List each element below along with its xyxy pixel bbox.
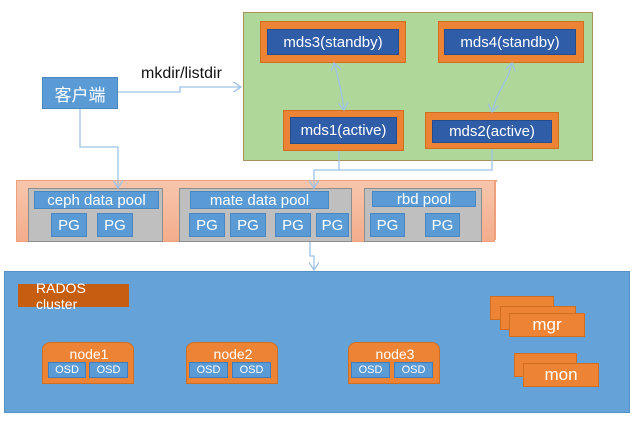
- pool-title-text: rbd pool: [396, 190, 452, 208]
- pool-title-text: ceph data pool: [47, 191, 146, 209]
- pg-box[interactable]: PG: [370, 213, 405, 237]
- pool-title: rbd pool: [372, 190, 476, 208]
- pool-rbd[interactable]: rbd pool PG PG: [364, 188, 482, 242]
- edge-client-to-mds: [118, 87, 241, 93]
- osd-label: OSD: [401, 364, 426, 376]
- osd-label: OSD: [358, 364, 383, 376]
- pg-label: PG: [321, 216, 344, 234]
- pool-ceph-data[interactable]: ceph data pool PG PG: [28, 188, 163, 242]
- osd-box[interactable]: OSD: [89, 362, 128, 378]
- pg-label: PG: [196, 216, 218, 234]
- pg-label: PG: [58, 216, 80, 234]
- osd-box[interactable]: OSD: [189, 362, 228, 378]
- osd-label: OSD: [239, 364, 264, 376]
- mds2-active-label: mds2(active): [449, 123, 535, 140]
- osd-box[interactable]: OSD: [232, 362, 271, 378]
- pool-title: mate data pool: [190, 191, 329, 209]
- mds4-standby-label: mds4(standby): [460, 33, 560, 51]
- pg-label: PG: [104, 216, 126, 234]
- mds4-standby-label-box: mds4(standby): [444, 29, 576, 55]
- client-box[interactable]: 客户端: [42, 77, 118, 109]
- node-title: node3: [375, 346, 415, 362]
- node-title: node2: [213, 346, 253, 362]
- node1[interactable]: node1 OSD OSD: [42, 342, 134, 384]
- edge-pools-to-rados: [310, 242, 314, 270]
- mds2-active-node[interactable]: mds2(active): [425, 112, 559, 149]
- mds3-standby-label-box: mds3(standby): [267, 29, 399, 55]
- osd-label: OSD: [196, 364, 221, 376]
- pg-box[interactable]: PG: [97, 213, 133, 237]
- osd-box[interactable]: OSD: [351, 362, 390, 378]
- edge-label-mkdir-listdir: mkdir/listdir: [141, 65, 222, 82]
- node2[interactable]: node2 OSD OSD: [186, 342, 278, 384]
- mds1-active-label-box: mds1(active): [290, 117, 397, 144]
- osd-box[interactable]: OSD: [48, 362, 86, 378]
- mds1-active-node[interactable]: mds1(active): [283, 110, 404, 151]
- pg-box[interactable]: PG: [230, 213, 266, 237]
- pg-box[interactable]: PG: [316, 213, 349, 237]
- edge-client-to-ceph-pool: [79, 109, 118, 188]
- mds4-standby-node[interactable]: mds4(standby): [438, 21, 584, 63]
- osd-box[interactable]: OSD: [394, 362, 433, 378]
- client-label: 客户端: [54, 85, 106, 106]
- mds3-standby-node[interactable]: mds3(standby): [260, 21, 406, 63]
- mon-label: mon: [544, 365, 578, 384]
- mgr-service[interactable]: mgr: [509, 313, 585, 337]
- node-title: node1: [69, 346, 109, 362]
- pool-title: ceph data pool: [34, 191, 159, 209]
- mds3-standby-label: mds3(standby): [283, 33, 383, 51]
- osd-label: OSD: [55, 364, 79, 376]
- pool-mate-data[interactable]: mate data pool PG PG PG PG: [179, 188, 352, 242]
- mgr-label: mgr: [532, 315, 562, 334]
- node3[interactable]: node3 OSD OSD: [348, 342, 440, 384]
- pg-box[interactable]: PG: [51, 213, 87, 237]
- pools-band-right: [495, 180, 497, 182]
- mon-service[interactable]: mon: [523, 363, 599, 387]
- rados-cluster-label: RADOS cluster: [18, 280, 129, 312]
- pg-label: PG: [376, 216, 399, 234]
- pool-title-text: mate data pool: [209, 191, 310, 209]
- pg-label: PG: [237, 216, 259, 234]
- osd-label: OSD: [96, 364, 121, 376]
- pg-box[interactable]: PG: [425, 213, 460, 237]
- pg-label: PG: [431, 216, 454, 234]
- rados-cluster-label-text: RADOS cluster: [36, 279, 86, 312]
- mds2-active-label-box: mds2(active): [432, 120, 552, 143]
- pg-box[interactable]: PG: [189, 213, 225, 237]
- pg-box[interactable]: PG: [275, 213, 311, 237]
- pg-label: PG: [282, 216, 304, 234]
- mds1-active-label: mds1(active): [300, 122, 387, 139]
